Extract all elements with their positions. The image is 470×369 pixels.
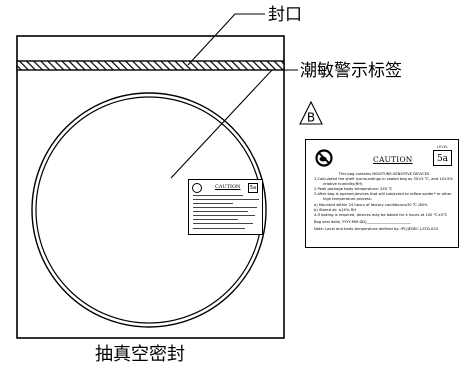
caution-line: This bag contains MOISTURE-SENSITIVE DEV… bbox=[338, 172, 430, 176]
text-line bbox=[193, 199, 259, 201]
caution-line: b) Stored at: ≤10% RH bbox=[314, 207, 357, 212]
no-moisture-icon bbox=[315, 149, 333, 167]
small-level-box: 5a bbox=[248, 183, 258, 193]
level-caption: LEVEL bbox=[436, 145, 448, 149]
caution-line: 3.After bag is opened,devices that will … bbox=[314, 192, 452, 197]
bag-caution-label: CAUTION 5a bbox=[188, 179, 263, 235]
text-line bbox=[193, 219, 238, 221]
text-line bbox=[193, 207, 257, 209]
moisture-label-callout: 潮敏警示标签 bbox=[300, 61, 402, 81]
text-line bbox=[193, 228, 245, 230]
seal-callout: 封口 bbox=[268, 5, 302, 25]
caution-line: Bag seal date( YYYY-MM-DD)______________… bbox=[314, 219, 411, 224]
text-line bbox=[193, 203, 233, 205]
caution-body: This bag contains MOISTURE-SENSITIVE DEV… bbox=[314, 172, 454, 232]
label-leader-line bbox=[170, 69, 298, 179]
vacuum-seal-caption: 抽真空密封 bbox=[95, 344, 185, 365]
caution-line: 2.Peak package body temperature: 245 ℃ bbox=[314, 187, 393, 192]
caution-line: 1.Calculated the shelf (surroundings in … bbox=[314, 177, 453, 182]
text-line bbox=[193, 195, 243, 197]
caution-line: high temperature process: bbox=[323, 197, 372, 202]
text-line bbox=[193, 211, 248, 213]
caution-title: CAUTION bbox=[373, 155, 413, 164]
caution-line: Note: Level and body temperature defined… bbox=[314, 226, 439, 231]
detail-b-letter: B bbox=[307, 111, 315, 125]
seal-strip bbox=[16, 60, 285, 71]
vacuum-circle-outer bbox=[31, 92, 267, 328]
small-caution-title: CAUTION bbox=[215, 184, 241, 190]
text-line bbox=[193, 223, 253, 225]
caution-label-detail: CAUTION LEVEL 5a This bag contains MOIST… bbox=[305, 139, 459, 248]
text-line bbox=[193, 215, 255, 217]
caution-line: relative humidity(RH) bbox=[323, 182, 363, 187]
no-moisture-icon bbox=[192, 183, 202, 193]
seal-leader-line bbox=[187, 13, 265, 66]
caution-line: 4.If baking is required, devices may be … bbox=[314, 212, 448, 217]
caution-line: a) Mounted within 24 hours of factory co… bbox=[314, 202, 428, 207]
level-box: 5a bbox=[433, 150, 452, 166]
detail-b-marker: B bbox=[299, 101, 323, 125]
